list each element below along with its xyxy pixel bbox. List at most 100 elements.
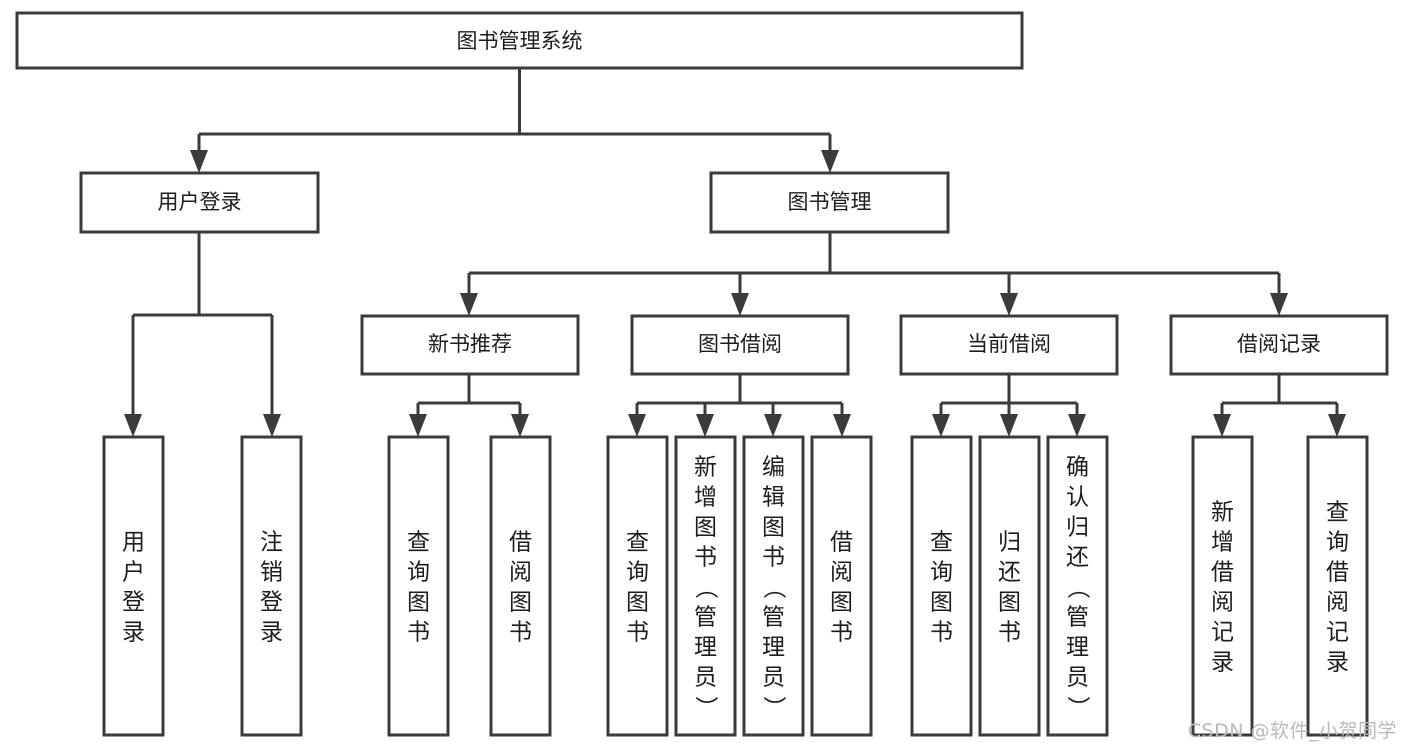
- node-book-management-label: 图书管理: [788, 190, 872, 214]
- svg-text:图: 图: [626, 589, 649, 615]
- svg-text:录: 录: [1326, 649, 1349, 675]
- svg-text:图: 图: [407, 589, 430, 615]
- svg-text:记: 记: [1326, 619, 1349, 645]
- node-root-label: 图书管理系统: [457, 29, 583, 53]
- svg-text:辑: 辑: [762, 484, 785, 510]
- node-book-management[interactable]: 图书管理: [709, 171, 950, 234]
- leaf-user-login-0[interactable]: 用户登录: [102, 435, 165, 737]
- svg-text:询: 询: [1326, 529, 1349, 555]
- svg-text:书: 书: [762, 544, 785, 570]
- svg-text:员: 员: [762, 664, 785, 690]
- node-current-borrow-label: 当前借阅: [967, 332, 1051, 356]
- svg-text:阅: 阅: [830, 559, 853, 585]
- svg-text:销: 销: [260, 559, 283, 585]
- node-root[interactable]: 图书管理系统: [15, 11, 1024, 70]
- svg-text:录: 录: [122, 619, 145, 645]
- svg-text:书: 书: [509, 619, 532, 645]
- svg-text:理: 理: [694, 634, 717, 660]
- leaf-user-login-0-label: 用户登录: [122, 529, 145, 645]
- svg-text:书: 书: [830, 619, 853, 645]
- svg-text:借: 借: [509, 529, 532, 555]
- svg-text:图: 图: [762, 514, 785, 540]
- svg-text:用: 用: [122, 529, 145, 555]
- svg-text:）: ）: [761, 696, 787, 719]
- svg-text:管: 管: [1066, 604, 1089, 630]
- svg-text:理: 理: [762, 634, 785, 660]
- node-new-book-recommend[interactable]: 新书推荐: [360, 314, 580, 376]
- node-user-login[interactable]: 用户登录: [79, 171, 320, 234]
- node-user-login-label: 用户登录: [158, 190, 242, 214]
- svg-text:（: （: [761, 576, 787, 599]
- svg-text:管: 管: [762, 604, 785, 630]
- svg-text:还: 还: [1066, 544, 1089, 570]
- svg-text:记: 记: [1211, 619, 1234, 645]
- svg-text:书: 书: [694, 544, 717, 570]
- svg-text:归: 归: [998, 529, 1021, 555]
- svg-text:还: 还: [998, 559, 1021, 585]
- svg-text:）: ）: [1065, 696, 1091, 719]
- svg-text:（: （: [1065, 576, 1091, 599]
- svg-text:询: 询: [930, 559, 953, 585]
- svg-text:借: 借: [1211, 559, 1234, 585]
- watermark: CSDN @软件_小贺同学: [1187, 720, 1397, 742]
- svg-text:图: 图: [998, 589, 1021, 615]
- svg-text:认: 认: [1066, 484, 1089, 510]
- svg-text:询: 询: [407, 559, 430, 585]
- connectors-record-to-leaves: [1213, 374, 1346, 437]
- svg-text:图: 图: [930, 589, 953, 615]
- connectors-newbook-to-leaves: [409, 374, 529, 437]
- connectors-borrow-to-leaves: [628, 374, 851, 437]
- svg-text:查: 查: [626, 529, 649, 555]
- svg-text:图: 图: [509, 589, 532, 615]
- connectors-bookmgmt-to-level3: [460, 232, 1288, 316]
- svg-text:查: 查: [930, 529, 953, 555]
- node-borrow-record[interactable]: 借阅记录: [1169, 314, 1389, 376]
- svg-text:图: 图: [830, 589, 853, 615]
- svg-text:书: 书: [998, 619, 1021, 645]
- node-borrow-record-label: 借阅记录: [1237, 332, 1321, 356]
- svg-text:录: 录: [260, 619, 283, 645]
- node-current-borrow[interactable]: 当前借阅: [899, 314, 1119, 376]
- svg-text:管: 管: [694, 604, 717, 630]
- node-book-borrow[interactable]: 图书借阅: [630, 314, 850, 376]
- svg-text:阅: 阅: [1211, 589, 1234, 615]
- svg-text:编: 编: [762, 454, 785, 480]
- connectors-current-to-leaves: [932, 374, 1086, 437]
- svg-text:图: 图: [694, 514, 717, 540]
- svg-text:新: 新: [694, 454, 717, 480]
- svg-text:登: 登: [122, 589, 145, 615]
- svg-text:注: 注: [260, 529, 283, 555]
- svg-text:查: 查: [1326, 499, 1349, 525]
- node-book-borrow-label: 图书借阅: [698, 332, 782, 356]
- svg-text:）: ）: [693, 696, 719, 719]
- svg-text:（: （: [693, 576, 719, 599]
- connectors-userlogin-to-leaves: [124, 232, 281, 437]
- svg-text:增: 增: [694, 484, 717, 510]
- svg-text:借: 借: [830, 529, 853, 555]
- svg-text:查: 查: [407, 529, 430, 555]
